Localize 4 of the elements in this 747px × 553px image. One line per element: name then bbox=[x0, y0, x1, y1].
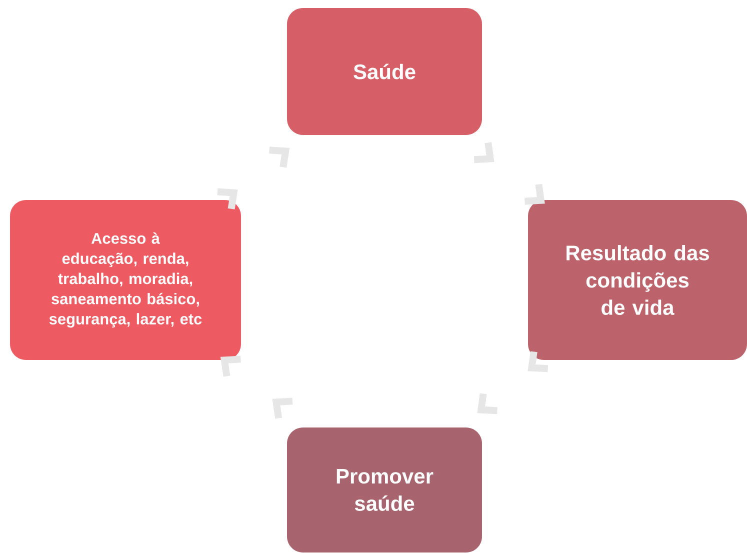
process-box: Resultado das condições de vida bbox=[528, 200, 747, 360]
process-box: Promover saúde bbox=[287, 428, 482, 552]
process-box: Saúde bbox=[287, 8, 482, 135]
process-box: Acesso à educação, renda, trabalho, moradia, saneamento básico, segurança, lazer, etc bbox=[10, 200, 241, 360]
